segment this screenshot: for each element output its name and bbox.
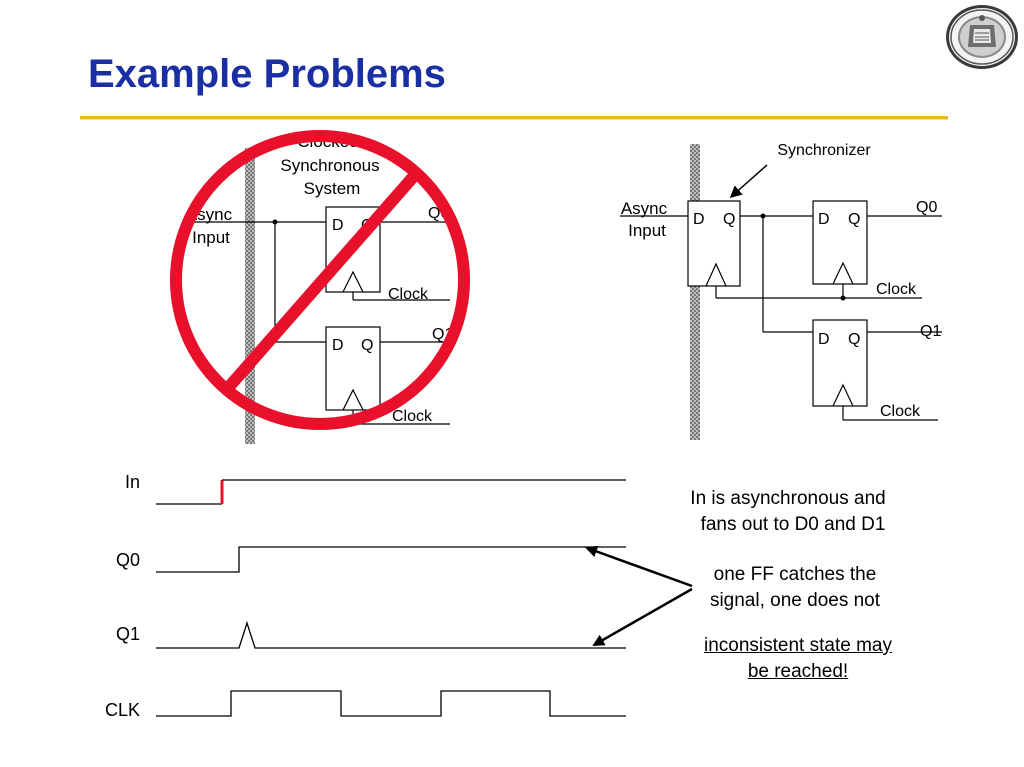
system-label-line3: System: [304, 179, 361, 198]
system-boundary-bar: [690, 144, 700, 440]
no-sign-icon: [170, 130, 470, 430]
async-label-line2: Input: [628, 221, 666, 240]
ff-sync-d: D: [693, 211, 705, 228]
synchronizer-arrow: [729, 164, 768, 198]
ff-bottom-q: Q: [848, 331, 860, 348]
flip-flop-synchronizer: [687, 200, 741, 287]
signal-label-q0: Q0: [116, 550, 140, 570]
junction-dot: [840, 295, 846, 301]
pointer-arrow: [585, 545, 693, 588]
clock-triangle: [705, 262, 727, 287]
ff-bottom-out: Q1: [920, 323, 941, 340]
clock-triangle: [342, 270, 364, 293]
signal-label-q1: Q1: [116, 624, 140, 644]
note-fanout-line1: In is asynchronous and: [690, 488, 886, 509]
note-fanout: In is asynchronous and fans out to D0 an…: [660, 486, 916, 538]
waveform-in: [156, 479, 626, 505]
note-fanout-line2: fans out to D0 and D1: [700, 514, 886, 535]
note-inconsistent-line2: be reached!: [747, 661, 849, 682]
pointer-arrow: [592, 587, 693, 647]
ff-bottom-q: Q: [361, 337, 373, 354]
title-rule-shadow: [80, 119, 948, 120]
waveform-q0: [156, 546, 626, 573]
ff-sync-q: Q: [723, 211, 735, 228]
university-seal-icon: [946, 5, 1018, 69]
note-catch: one FF catches the signal, one does not: [686, 562, 904, 614]
note-catch-line1: one FF catches the: [713, 564, 877, 585]
signal-label-in: In: [125, 472, 140, 492]
waveform-clk: [156, 690, 626, 717]
ff-bottom-d: D: [332, 337, 344, 354]
junction-dot: [760, 213, 766, 219]
waveform-q1: [156, 620, 626, 649]
note-inconsistent: inconsistent state may be reached!: [666, 633, 930, 685]
ff-top-q: Q: [848, 211, 860, 228]
clock-triangle: [342, 388, 364, 411]
ff-top-clock: Clock: [876, 281, 917, 298]
ff-top-d: D: [818, 211, 830, 228]
ff-bottom-d: D: [818, 331, 830, 348]
async-label-line2: Input: [192, 228, 230, 247]
async-label-line1: Async: [621, 199, 668, 218]
page-title: Example Problems: [88, 52, 446, 96]
signal-label-clk: CLK: [105, 700, 140, 720]
system-label-line2: Synchronous: [280, 156, 379, 175]
clock-triangle: [832, 261, 854, 285]
ff-top-clock: Clock: [388, 286, 429, 303]
junction-dot: [272, 219, 278, 225]
flip-flop-top: [812, 200, 868, 285]
ff-top-out: Q0: [916, 199, 937, 216]
note-catch-line2: signal, one does not: [709, 590, 881, 611]
synchronizer-label: Synchronizer: [777, 142, 871, 159]
system-boundary-bar: [245, 148, 255, 444]
note-inconsistent-line1: inconsistent state may: [704, 635, 892, 656]
clock-triangle: [832, 383, 854, 407]
title-rule: [80, 116, 948, 119]
flip-flop-bottom: [325, 326, 381, 411]
ff-bottom-clock: Clock: [392, 408, 433, 425]
ff-top-d: D: [332, 217, 344, 234]
ff-bottom-clock: Clock: [880, 403, 921, 420]
